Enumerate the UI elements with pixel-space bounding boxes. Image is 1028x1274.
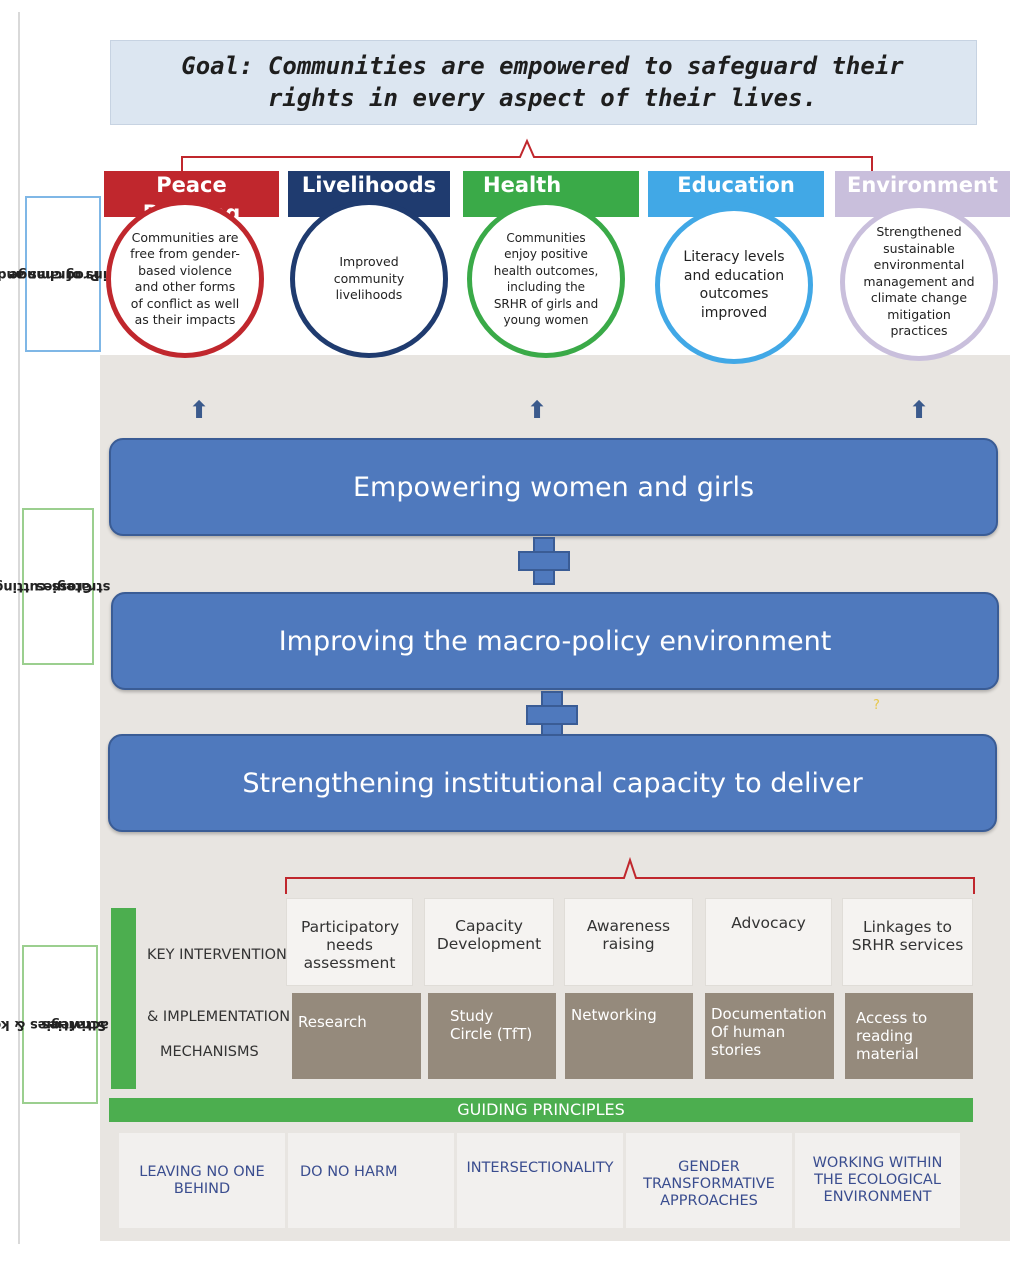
goal-line-2: rights in every aspect of their lives. (267, 84, 818, 112)
stray-question-mark: ? (873, 698, 880, 713)
strategies-side-label: Strategies & keyactivities (0, 945, 109, 1104)
left-border-line (18, 12, 20, 1244)
intervention-box: Capacity Development (424, 898, 554, 986)
programs-bracket (181, 138, 873, 172)
goal-line-1: Goal: Communities are empowered to safeg… (181, 52, 904, 80)
mechanisms-label: MECHANISMS (160, 1044, 259, 1060)
implementation-label: & IMPLEMENTATION (147, 1009, 291, 1025)
goal-statement: Goal: Communities are empowered to safeg… (110, 50, 975, 114)
program-health-outcome: Communities enjoy positive health outcom… (467, 200, 625, 358)
principle-box: LEAVING NO ONE BEHIND (119, 1133, 285, 1228)
mechanism-box: Access to reading material (845, 993, 973, 1079)
mechanism-box: Research (292, 993, 421, 1079)
goal-banner (110, 40, 977, 125)
strategy-empowering-women: Empowering women and girls (109, 438, 998, 536)
principle-box: WORKING WITHIN THE ECOLOGICAL ENVIRONMEN… (795, 1133, 960, 1228)
program-environment-outcome: Strengthened sustainable environmental m… (840, 203, 998, 361)
strategy-institutional-capacity: Strengthening institutional capacity to … (108, 734, 997, 832)
program-peace-building-outcome: Communities are free from gender-based v… (106, 200, 264, 358)
intervention-box: Advocacy (705, 898, 832, 986)
key-interventions-green-bar (111, 908, 136, 1089)
intervention-box: Awareness raising (564, 898, 693, 986)
program-livelihoods-outcome: Improved community livelihoods (290, 200, 448, 358)
mechanism-box: Networking (565, 993, 693, 1079)
up-arrow-icon: ⬆ (909, 396, 930, 424)
mechanism-box: Documentation Of human stories (705, 993, 834, 1079)
plus-icon (526, 705, 578, 725)
up-arrow-icon: ⬆ (527, 396, 548, 424)
key-intervention-label: KEY INTERVENTION (147, 947, 287, 963)
strategy-macro-policy: Improving the macro-policy environment (111, 592, 999, 690)
interventions-bracket (285, 856, 975, 894)
principle-box: GENDER TRANSFORMATIVE APPROACHES (626, 1133, 792, 1228)
guiding-principles-bar: GUIDING PRINCIPLES (109, 1098, 973, 1122)
plus-icon (518, 551, 570, 571)
principle-box: INTERSECTIONALITY (457, 1133, 623, 1228)
program-environment-header: Environment (835, 171, 1010, 217)
up-arrow-icon: ⬆ (189, 396, 210, 424)
intervention-box: Participatory needs assessment (286, 898, 413, 986)
program-education-outcome: Literacy levels and education outcomes i… (655, 206, 813, 364)
mechanism-box: Study Circle (TfT) (428, 993, 556, 1079)
principle-box: DO NO HARM (288, 1133, 454, 1228)
intervention-box: Linkages to SRHR services (842, 898, 973, 986)
